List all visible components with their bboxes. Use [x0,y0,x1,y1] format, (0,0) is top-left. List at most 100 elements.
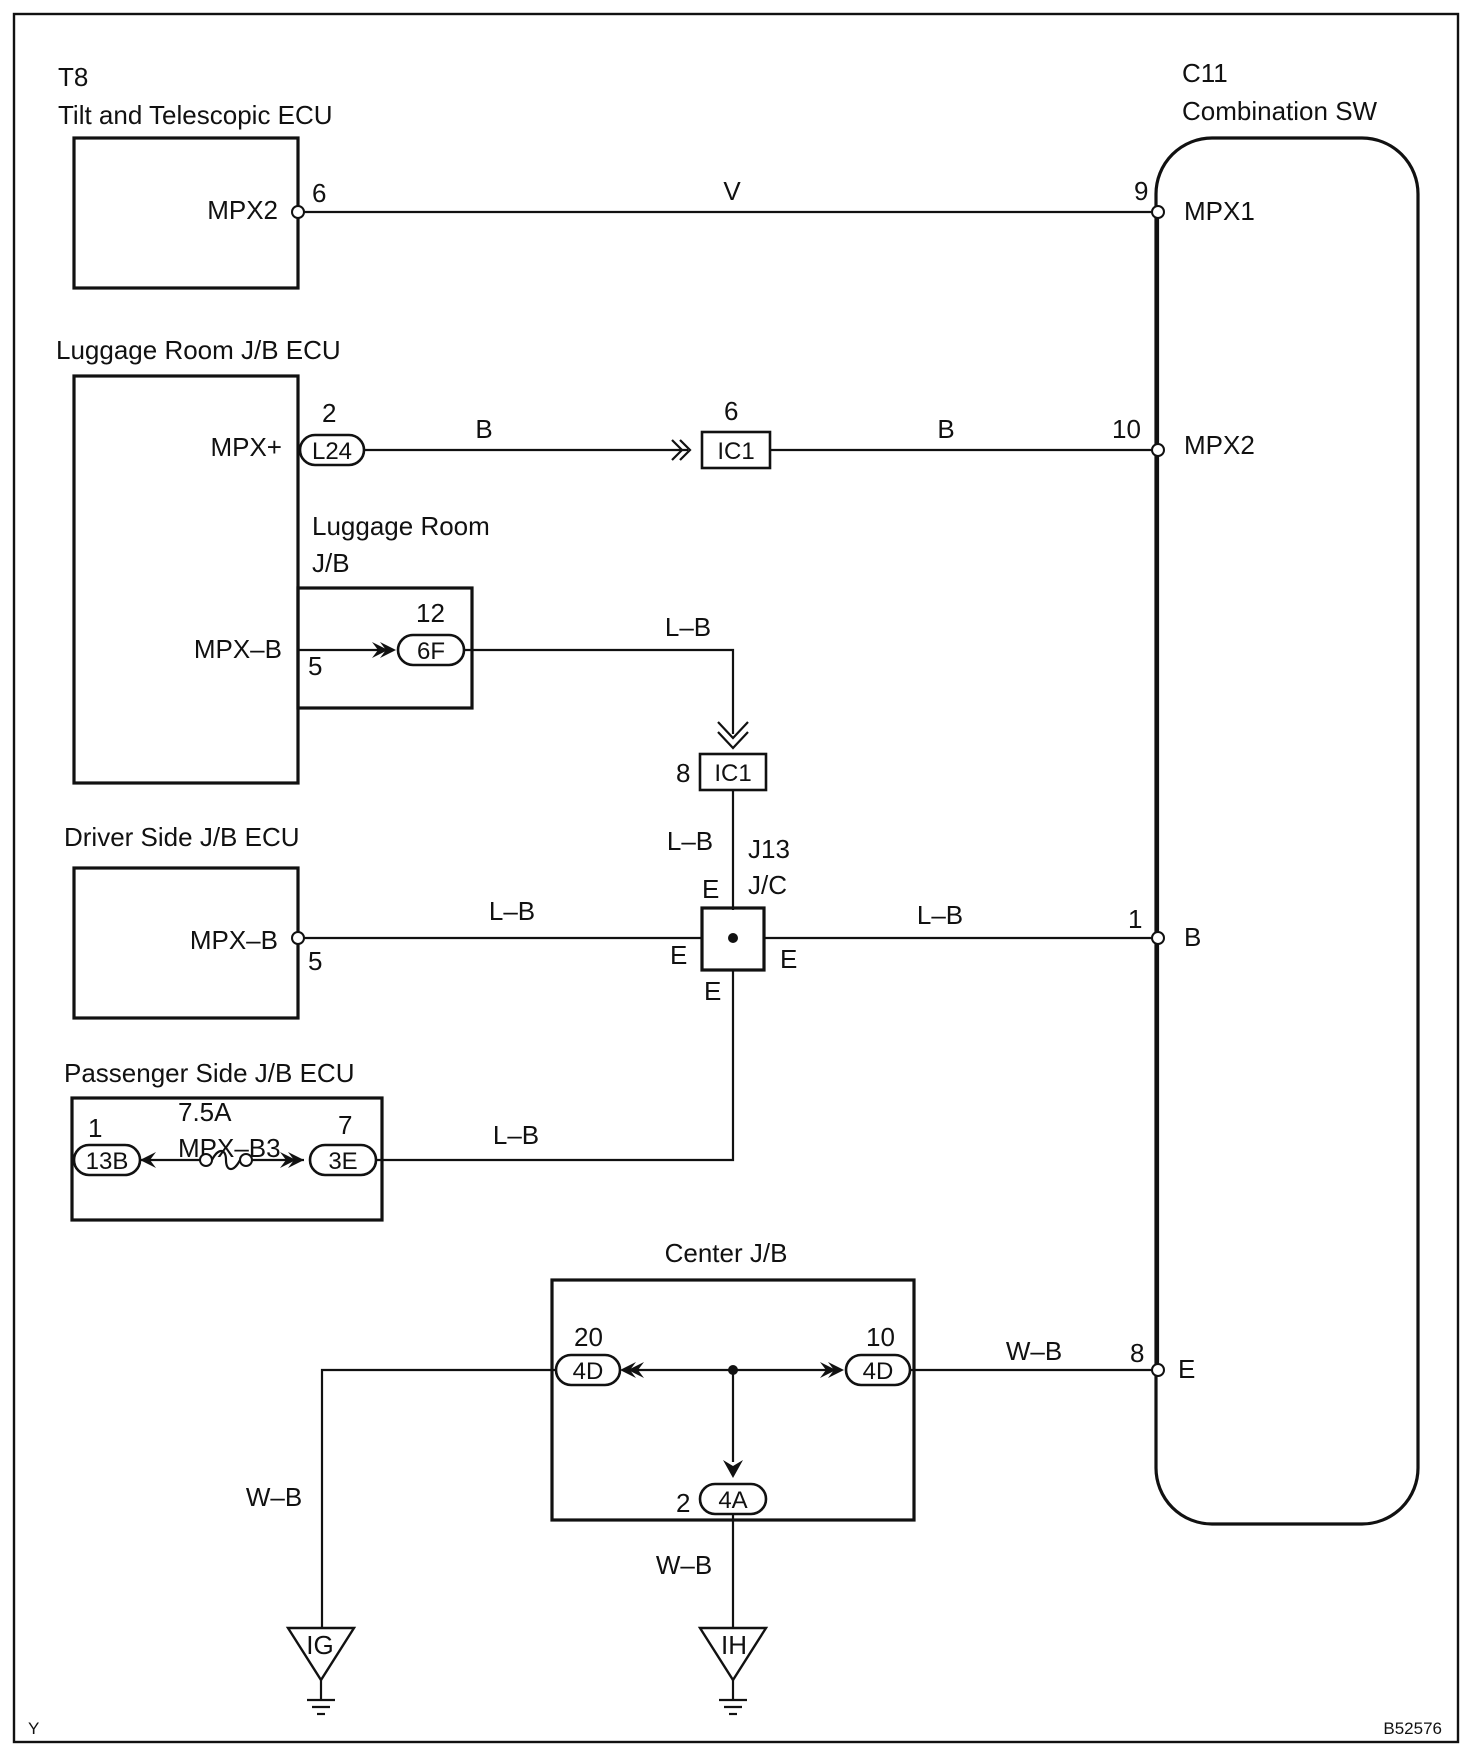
fuse-name: MPX–B3 [178,1133,281,1163]
ground-ih-label: IH [721,1630,747,1660]
wire-label-wb-ig: W–B [246,1482,302,1512]
wire-label-lb-driver: L–B [489,896,535,926]
luggage-room-jb: Luggage Room J/B [296,511,490,710]
wire-wb-ig [320,1368,556,1628]
terminal-c11-mpx2 [1151,443,1165,457]
connector-4a-label: 4A [718,1487,747,1514]
fuse-rating: 7.5A [178,1097,232,1127]
connector-4d-right-label: 4D [863,1358,894,1385]
b13-pin-number: 1 [88,1113,102,1143]
luggage-ecu-box [72,374,300,785]
terminal-c11-b [1151,931,1165,945]
connector-ic1-top-pin: 6 [724,396,738,426]
connector-4a-body [698,1482,768,1516]
connector-13b: 13B [72,1143,156,1177]
chevron-right-icon [679,439,692,461]
luggage-jb-box [296,586,474,710]
wire-lb-6f-ic1 [464,648,735,734]
connector-4d-right: 4D [820,1353,912,1387]
c11-pin-e: E [1178,1354,1195,1384]
e3-pin-number: 7 [338,1110,352,1140]
c11-pin10-number: 10 [1112,414,1141,444]
c11-pin-mpx1: MPX1 [1184,196,1255,226]
terminal-c11-mpx1 [1151,205,1165,219]
wire-label-wb-c11: W–B [1006,1336,1062,1366]
terminal-c11-e [1151,1363,1165,1377]
terminal-driver-mpxb [291,931,305,945]
connector-4d-left-label: 4D [573,1358,604,1385]
connector-4a: 4A [698,1460,768,1516]
c11-pin8-number: 8 [1130,1338,1144,1368]
wire-label-b-right: B [937,414,954,444]
wire-labels: V B B L–B L–B L–B L–B L–B W–B W–B W–B [246,176,1062,1580]
wire-label-lb-passenger: L–B [493,1120,539,1150]
luggage-ecu-pin5-number: 5 [308,651,322,681]
driver-ecu-name: Driver Side J/B ECU [64,822,300,852]
corner-code-left: Y [28,1719,39,1738]
connector-3e: 3E [280,1143,378,1177]
c11-name: Combination SW [1182,96,1378,126]
c11-code: C11 [1182,58,1228,88]
ground-ih-triangle [697,1626,769,1683]
connector-6f-label: 6F [417,638,445,665]
passenger-side-jb-ecu: Passenger Side J/B ECU 7.5A MPX–B3 1 7 [64,1058,384,1222]
connector-l24-body [298,433,366,467]
ground-ig: IG [285,1626,357,1716]
junction-pin-left: E [670,940,687,970]
chevron-right-icon [671,439,684,461]
connector-l24-label: L24 [312,438,352,465]
connector-3e-body [308,1143,378,1177]
c11-pin-mpx2: MPX2 [1184,430,1255,460]
arrow-left-icon [628,1362,644,1378]
connector-13b-label: 13B [86,1148,129,1175]
arrow-right-icon [828,1362,844,1378]
connector-ic1-mid-label: IC1 [714,760,751,787]
center-jb-name: Center J/B [665,1238,788,1268]
luggage-ecu-name: Luggage Room J/B ECU [56,335,341,365]
wire-lb-passenger [376,970,735,1162]
center-jb-splice-dot [728,1365,738,1375]
terminal-t8-mpx2 [291,205,305,219]
t8-code: T8 [58,62,88,92]
c11-pin-b: B [1184,922,1201,952]
connector-ic1-top: IC1 6 [671,396,772,470]
arrow-left-icon [140,1152,156,1168]
d4-left-pin-number: 20 [574,1322,603,1352]
driver-side-jb-ecu: Driver Side J/B ECU MPX–B 5 [64,822,322,1020]
chevron-down-icon [717,721,749,740]
d4-right-pin-number: 10 [866,1322,895,1352]
wire-label-b-left: B [475,414,492,444]
luggage-ecu-pin-mpx-plus: MPX+ [210,432,282,462]
chevron-down-icon [717,731,749,750]
t8-name: Tilt and Telescopic ECU [58,100,333,130]
luggage-room-jb-ecu: Luggage Room J/B ECU MPX+ MPX–B 5 [56,335,341,785]
connector-ic1-mid-body [698,752,768,792]
wire-label-lb-c11: L–B [917,900,963,930]
driver-ecu-pin-mpx-b: MPX–B [190,925,278,955]
connector-ic1-mid: IC1 8 [676,721,768,792]
ground-ig-triangle [285,1626,357,1683]
corner-code-right: B52576 [1383,1719,1442,1738]
fuse-terminal-right [239,1153,253,1167]
arrow-down-icon [723,1460,743,1478]
junction-j13-type: J/C [748,870,787,900]
terminals [199,205,1165,1377]
driver-ecu-pin5-number: 5 [308,946,322,976]
connector-6f-pin: 12 [416,598,445,628]
connector-ic1-top-label: IC1 [717,438,754,465]
c11-box [1154,136,1420,1526]
wire-label-lb-top: L–B [665,612,711,642]
wire-label-lb-mid: L–B [667,826,713,856]
a4-pin-number: 2 [676,1488,690,1518]
junction-pin-bottom: E [704,976,721,1006]
connector-6f: 6F 12 [372,598,466,667]
connector-l24-pin: 2 [322,398,336,428]
connector-ic1-top-body [700,430,772,470]
passenger-ecu-name: Passenger Side J/B ECU [64,1058,354,1088]
luggage-jb-name-line2: J/B [312,548,350,578]
arrow-right-icon [820,1362,836,1378]
diagram-frame [12,12,1460,1744]
t8-pin-number: 6 [312,178,326,208]
connector-3e-label: 3E [328,1148,357,1175]
